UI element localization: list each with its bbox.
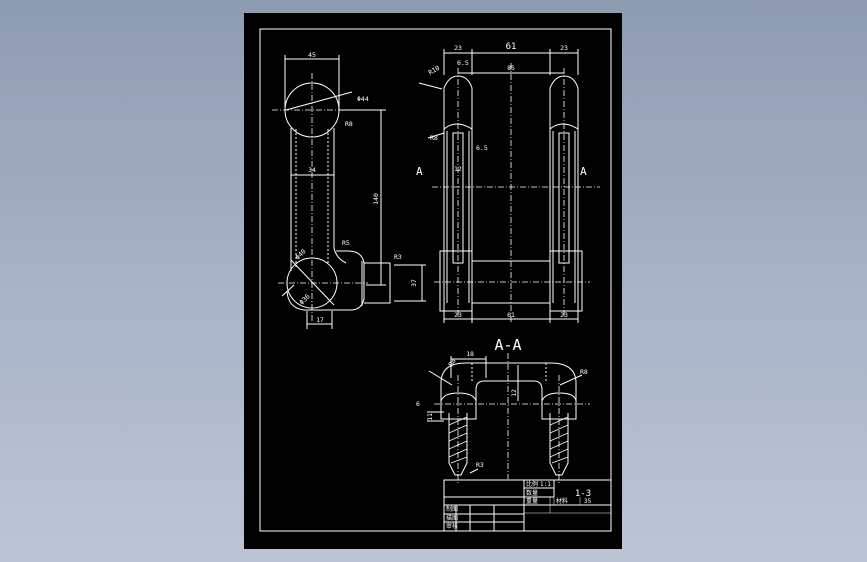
- dim-left-boss-height: 37: [410, 279, 418, 287]
- section-mark-right: A: [580, 165, 587, 178]
- title-block: [443, 479, 612, 532]
- dim-front-top-left: 23: [454, 44, 462, 52]
- dim-section-offset: 6: [416, 400, 420, 408]
- dim-section-height: 12: [510, 389, 518, 397]
- dim-section-radius-right: R8: [580, 368, 588, 376]
- dim-left-radius-top: R8: [345, 120, 353, 128]
- tb-designer-label: 制图: [446, 505, 458, 513]
- left-view-centerlines: [272, 73, 368, 323]
- front-view: [418, 49, 583, 323]
- dim-section-side-height: 11: [426, 413, 434, 421]
- dim-left-radius-bottom-right: R3: [394, 253, 402, 261]
- front-view-dims: 23 61 23 6.5 85 R10 R8 6.5 12 23 61 23: [427, 42, 568, 319]
- tb-scale-value: 1:1: [540, 481, 551, 488]
- dim-front-bottom-left: 23: [454, 311, 462, 319]
- dim-left-radius-bottom-inner: R5: [342, 239, 350, 247]
- section-view-title: A-A: [494, 336, 521, 354]
- dim-front-height-inner: 12: [454, 165, 462, 173]
- dim-front-top-right: 23: [560, 44, 568, 52]
- dim-section-radius-bottom: R3: [476, 461, 484, 469]
- left-view: [281, 55, 426, 329]
- dim-front-radius-side: R8: [430, 134, 438, 142]
- tb-checker-label: 描图: [446, 514, 458, 522]
- front-view-centerlines: [432, 63, 600, 323]
- tb-approver-label: 审核: [446, 522, 458, 530]
- section-mark-left: A: [416, 165, 423, 178]
- leader-dia-top: [285, 91, 353, 111]
- frame-border: [259, 28, 612, 532]
- dim-front-top-center: 61: [506, 42, 517, 52]
- dim-left-length: 140: [372, 193, 380, 205]
- dim-front-top-gap: 6.5: [457, 59, 469, 67]
- dim-front-slot-width: 6.5: [476, 144, 488, 152]
- title-block-text: 比例 1:1 数量 重量 材料 35 1-3 制图 描图 审核: [446, 480, 592, 530]
- dim-front-bottom-right: 23: [560, 311, 568, 319]
- dim-left-bottom-width: 17: [316, 316, 324, 324]
- section-marks: A A: [416, 165, 587, 178]
- dim-section-top-width: 18: [466, 350, 474, 358]
- tb-drawing-number: 1-3: [575, 489, 591, 499]
- section-view: [427, 356, 583, 476]
- dim-section-radius-left: R8: [447, 357, 458, 368]
- dim-left-dia-top: Φ44: [357, 95, 369, 103]
- tb-material-label: 材料: [556, 497, 568, 505]
- dim-front-radius-top: R10: [427, 64, 441, 77]
- section-centerlines: [434, 353, 590, 483]
- dim-left-width-top: 45: [308, 51, 316, 59]
- tb-qty-label: 数量: [526, 489, 538, 497]
- tb-weight-label: 重量: [526, 497, 538, 505]
- dim-left-inner-width: 34: [308, 166, 316, 174]
- drawing-sheet: 45 Φ44 R8 34 140 Φ40 R5 R3 Φ36 37 17: [244, 13, 622, 549]
- cad-drawing: 45 Φ44 R8 34 140 Φ40 R5 R3 Φ36 37 17: [259, 28, 612, 532]
- dim-front-top-inner: 85: [507, 64, 515, 72]
- tb-scale-label: 比例: [526, 480, 538, 488]
- dim-front-bottom-center: 61: [507, 311, 515, 319]
- tb-material-value: 35: [584, 498, 592, 505]
- section-dims: 18 R8 R8 12 6 11 R3: [416, 350, 588, 469]
